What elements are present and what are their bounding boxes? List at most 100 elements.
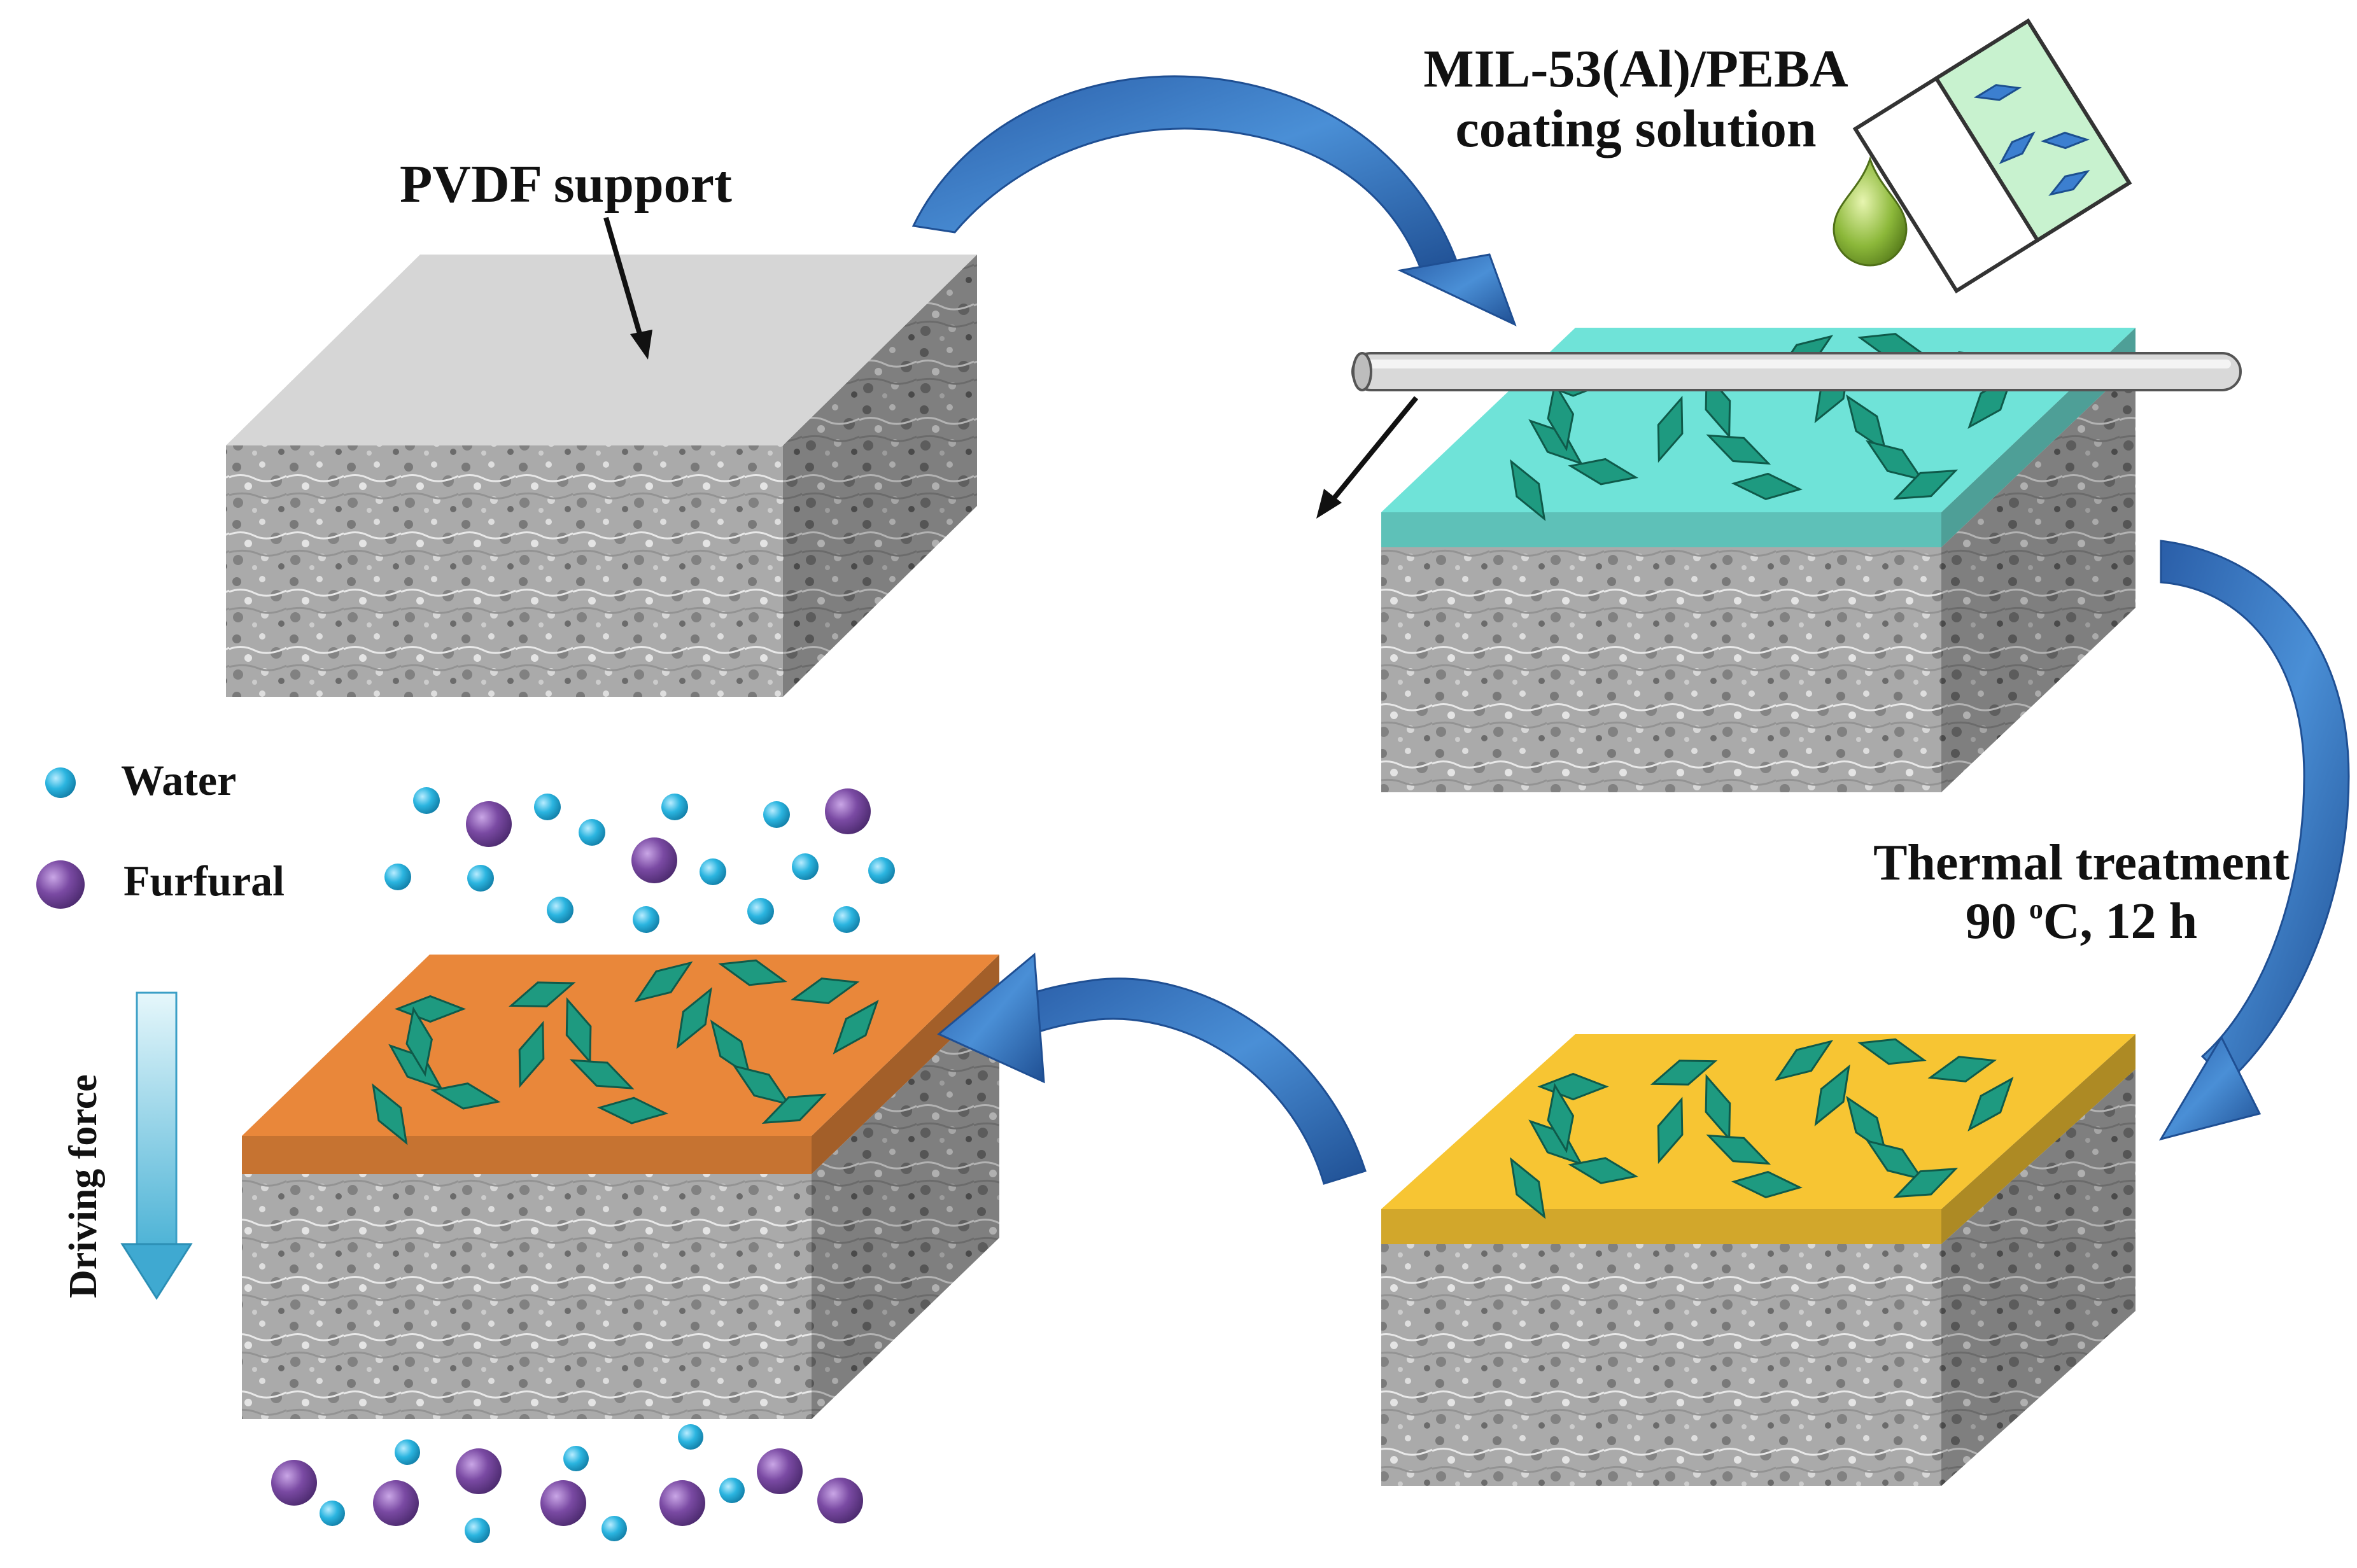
mof-crystal [1893, 1168, 1959, 1198]
layer-side-edge [812, 955, 999, 1174]
mof-crystal [833, 999, 879, 1055]
furfural-molecule [540, 1480, 586, 1526]
water-molecule [547, 897, 573, 923]
furfural-molecule [36, 860, 85, 909]
pointer-head [630, 330, 652, 360]
mof-crystal [1927, 1056, 1997, 1082]
water-molecule [602, 1516, 627, 1541]
porous-side-face [783, 255, 977, 697]
water-molecule [320, 1501, 345, 1526]
furfural-molecule [271, 1460, 317, 1506]
beaker-crystal [1999, 131, 2036, 165]
porous-front-face [242, 1174, 812, 1419]
arrow-body [911, 75, 1459, 275]
layer-front-edge [1381, 1209, 1941, 1244]
front-face-sheen [1381, 1244, 1941, 1486]
side-face-shadow [1941, 1069, 2135, 1486]
water-molecule [465, 1518, 490, 1543]
front-face-sheen [1381, 547, 1941, 792]
mof-crystal [1967, 1076, 2014, 1132]
side-face-shadow [1941, 363, 2135, 792]
thermal-temp: 90 [1965, 893, 2029, 949]
process-arrow-icon-final [937, 952, 1367, 1185]
beaker-crystal [2040, 132, 2090, 150]
rod-highlight [1362, 360, 2231, 368]
water-molecule [633, 906, 659, 933]
furfural-molecule [631, 837, 677, 883]
beaker-crystal [1973, 84, 2022, 101]
mof-crystal [1657, 1096, 1684, 1165]
mof-crystal [597, 1096, 669, 1124]
mof-crystal [1657, 395, 1684, 463]
coating-label-line1: MIL-53(Al)/PEBA [1423, 39, 1848, 99]
thermal-conditions: C, 12 h [2043, 893, 2198, 949]
mof-crystal [1650, 1060, 1718, 1086]
layer-front-edge [242, 1136, 812, 1174]
water-molecule [700, 858, 726, 885]
mof-crystal [1706, 434, 1771, 465]
mof-crystal [1706, 1134, 1771, 1165]
water-molecule [384, 864, 411, 890]
mof-crystal [518, 1021, 545, 1088]
mof-crystals [1510, 333, 2014, 521]
block-thermal [1381, 1034, 2135, 1486]
furfural-molecule [825, 788, 871, 834]
beaker-icon [1852, 18, 2132, 294]
mof-crystal [569, 1059, 635, 1089]
thermal-label-line2: 90 oC, 12 h [1833, 892, 2330, 951]
water-molecule [45, 767, 76, 798]
legend-water-label: Water [121, 756, 237, 804]
thermal-label-line1: Thermal treatment [1873, 835, 2290, 891]
furfural-molecule [373, 1480, 419, 1526]
water-molecule [763, 801, 790, 828]
rod-arrow-shaft [1328, 396, 1419, 505]
arrow-head [2158, 1035, 2262, 1141]
porous-side-face [812, 993, 999, 1419]
water-molecule [579, 819, 605, 846]
process-arrow-icon-thermal [2158, 540, 2350, 1141]
arrow-head [937, 952, 1045, 1084]
mof-crystal [1568, 1157, 1639, 1184]
mof-crystals [372, 959, 879, 1145]
mof-crystal [676, 987, 712, 1049]
layer-front-edge [1381, 512, 1941, 547]
water-molecule [563, 1446, 589, 1471]
rod-end [1352, 352, 1372, 391]
rod-body [1351, 352, 2242, 391]
front-face-sheen [242, 1174, 812, 1419]
water-molecule [413, 787, 440, 814]
mof-crystal [1731, 1170, 1803, 1199]
thermal-treatment-label: Thermal treatment 90 oC, 12 h [1833, 834, 2330, 951]
degree-symbol: o [2029, 893, 2043, 925]
porous-side-face [1941, 363, 2135, 792]
front-face-sheen [226, 445, 783, 697]
mof-crystal [405, 1006, 433, 1077]
furfural-molecule [757, 1448, 803, 1494]
water-molecule [747, 898, 774, 925]
porous-front-face [1381, 1244, 1941, 1486]
arrow-head [1397, 253, 1517, 326]
furfural-molecule [817, 1478, 863, 1523]
mof-crystal [1857, 1038, 1927, 1065]
beaker-crystal [2048, 170, 2090, 196]
water-molecule [395, 1439, 420, 1465]
block-coated [1381, 328, 2135, 792]
water-molecule [534, 794, 561, 820]
water-molecule [678, 1424, 703, 1450]
mof-crystal [1510, 1157, 1546, 1219]
water-molecule [868, 857, 895, 884]
pvdf-support-label: PVDF support [400, 155, 732, 214]
coating-label-line2: coating solution [1455, 99, 1817, 159]
layer-side-edge [1941, 1034, 2135, 1244]
water-molecule [467, 865, 494, 892]
droplet-icon [1833, 156, 1908, 267]
mof-crystal [1775, 1040, 1834, 1081]
porous-front-face [1381, 547, 1941, 792]
water-molecule [661, 794, 688, 820]
driving-force-arrow-icon [120, 991, 193, 1300]
mof-crystal [790, 977, 860, 1004]
side-face-shadow [783, 255, 977, 697]
furfural-molecule [659, 1480, 705, 1526]
